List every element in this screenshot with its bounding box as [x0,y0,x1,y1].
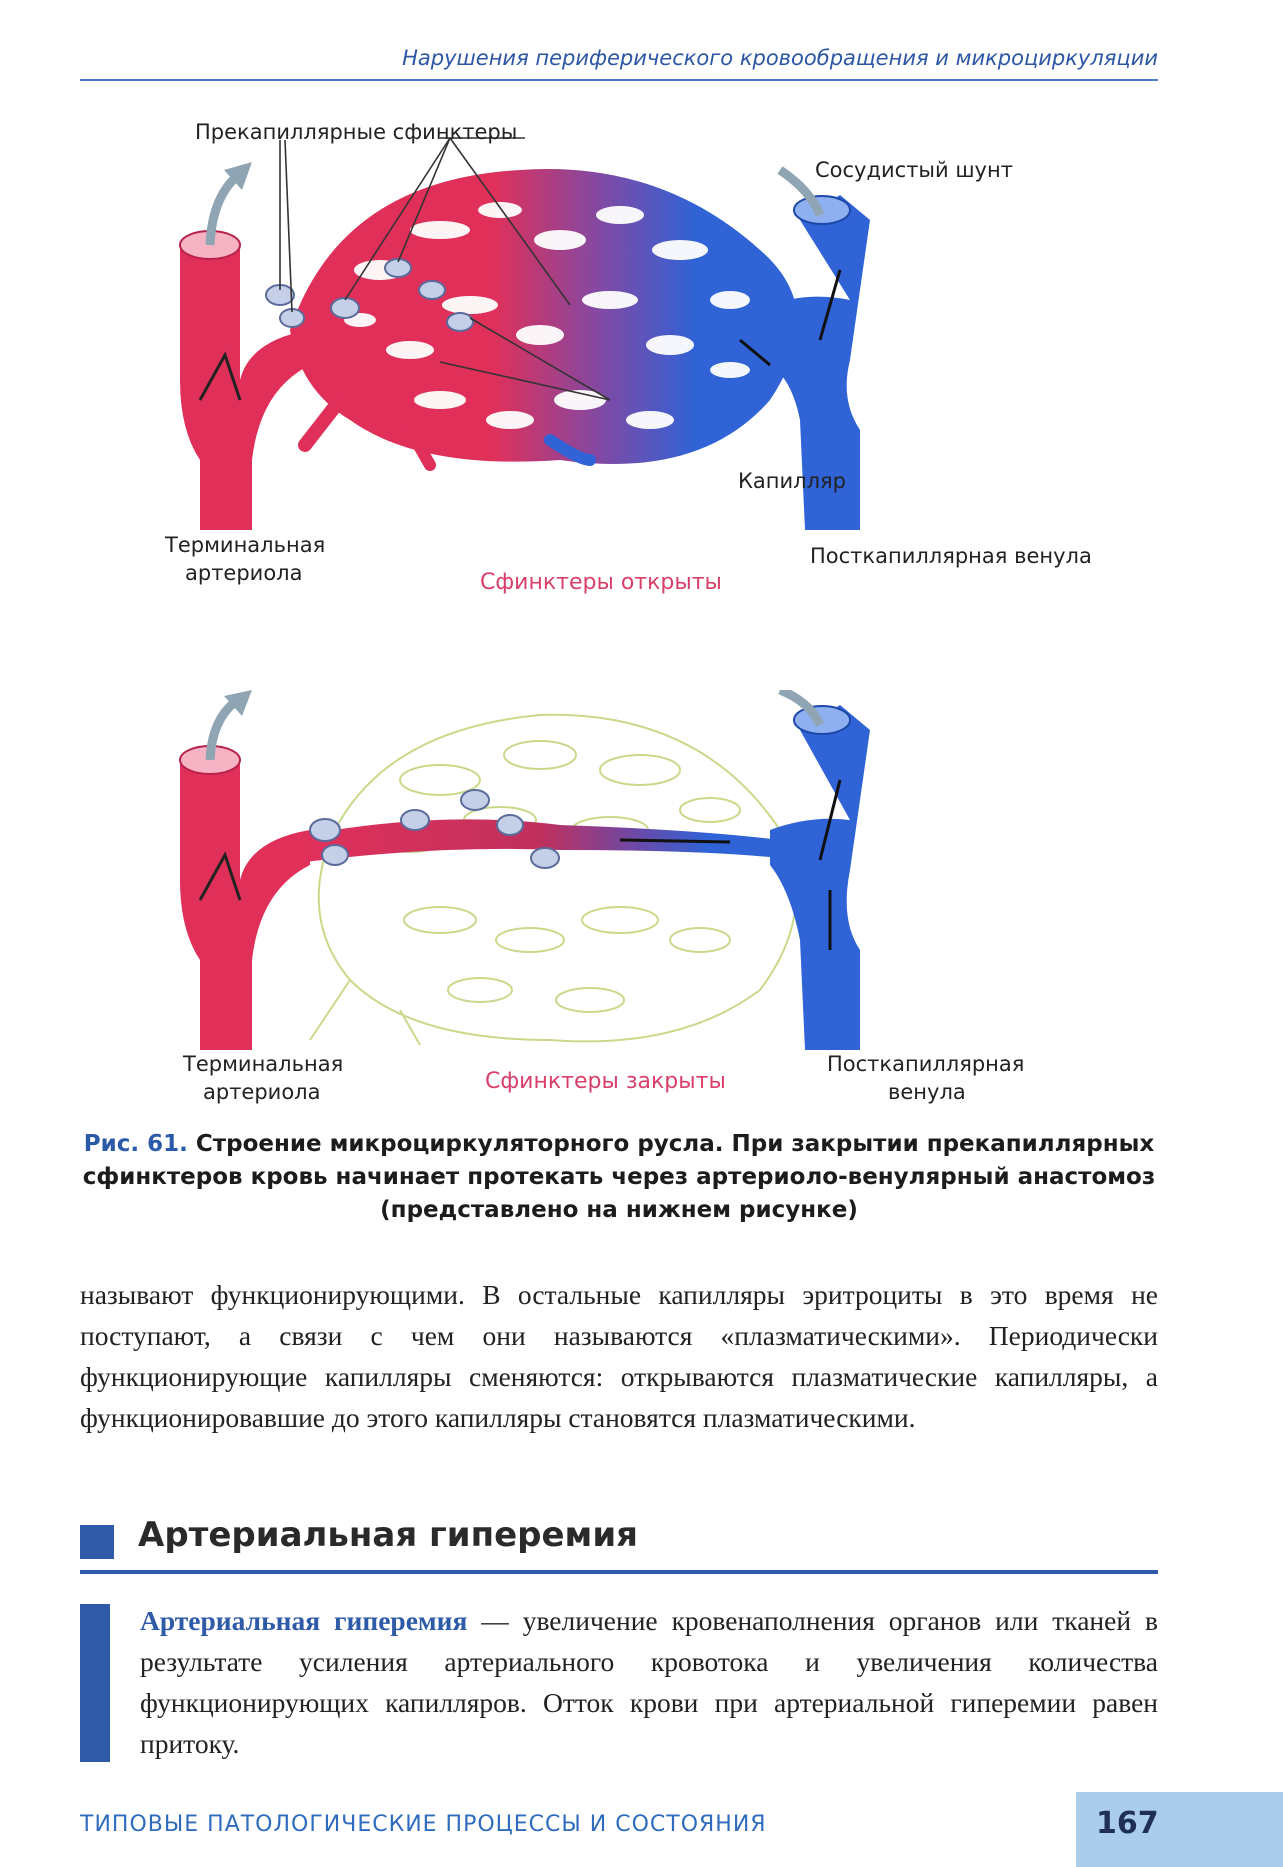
label-terminal-arteriole-top-2: артериола [185,561,303,585]
page-number: 167 [1096,1806,1159,1841]
label-terminal-arteriole-top: Терминальная [165,533,326,557]
capillary-branch [544,434,596,466]
outflow-arrow-icon [205,698,238,761]
postcapillary-venule [760,195,870,530]
label-postcapillary-venule-bottom: Посткапиллярная [827,1052,1025,1076]
venule-flow-arrow-icon [818,269,842,341]
arteriovenular-anastomosis [305,819,780,862]
definition-term: Артериальная гиперемия [140,1605,468,1636]
shunt-flow-arrow-icon [619,838,731,844]
outflow-arrow-icon [205,174,239,246]
label-vascular-shunt: Сосудистый шунт [815,158,1013,182]
label-capillary: Капилляр [738,469,846,493]
label-postcapillary-venule-top: Посткапиллярная венула [810,544,1092,568]
venule-flow-arrow-icon [818,779,842,861]
capillary-branch [298,393,347,452]
label-sphincters-closed: Сфинктеры закрыты [485,1069,726,1094]
terminal-arteriole [180,760,310,1050]
label-sphincters-open: Сфинктеры открыты [480,570,722,595]
closed-capillary-network [309,713,797,1046]
capillary-gaps [344,202,750,429]
footer-title: ТИПОВЫЕ ПАТОЛОГИЧЕСКИЕ ПРОЦЕССЫ И СОСТОЯ… [80,1812,767,1837]
arteriole-flow-arrow-icon [198,351,242,401]
label-precapillary-sphincters: Прекапиллярные сфинктеры [195,120,518,144]
page-number-box [1076,1792,1283,1867]
inflow-arrow-icon [778,690,825,727]
arteriole-flow-arrow-icon [198,851,242,901]
terminal-arteriole [180,245,310,530]
running-head: Нарушения периферического кровообращения… [402,46,1158,70]
section-marker [80,1525,114,1559]
label-pointer-lines [279,137,611,401]
label-terminal-arteriole-bottom: Терминальная [183,1052,344,1076]
venule-flow-arrow-icon [739,338,771,367]
section-title: Артериальная гиперемия [138,1515,639,1555]
figure-closed-sphincters [179,690,870,1050]
arrow-head-icon [224,162,252,190]
section-rule [80,1570,1158,1574]
figure-open-sphincters [179,137,870,530]
capillary-branch [404,424,436,471]
inflow-arrow-icon [777,166,825,217]
body-paragraph: называют функционирующими. В остальные к… [80,1279,1158,1433]
figure-caption: Рис. 61. Строение микроциркуляторного ру… [80,1128,1158,1227]
arrow-head-icon [224,690,252,716]
figure-caption-text: Строение микроциркуляторного русла. При … [82,1131,1156,1223]
figure-number: Рис. 61. [83,1131,188,1157]
definition-block: Артериальная гиперемия — увеличение кров… [140,1600,1158,1764]
precapillary-sphincters [265,258,474,332]
label-postcapillary-venule-bottom-2: венула [888,1080,966,1104]
header-rule [80,79,1158,81]
postcapillary-venule [770,705,870,1050]
definition-text: — увеличение кровенаполнения органов или… [140,1605,1158,1759]
precapillary-sphincters-closed [309,789,560,869]
label-terminal-arteriole-bottom-2: артериола [203,1080,321,1104]
definition-bar [80,1604,110,1762]
